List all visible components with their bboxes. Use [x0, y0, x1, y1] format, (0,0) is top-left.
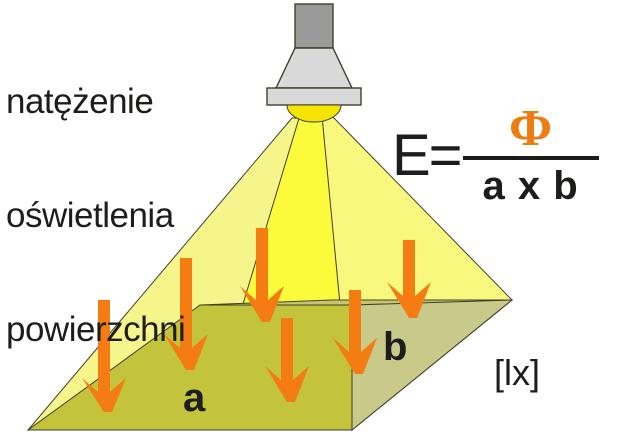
lamp-stem	[294, 3, 334, 49]
lamp-rim	[266, 87, 362, 106]
caption-line-2: oświetlenia	[6, 196, 174, 235]
light-arrow	[82, 300, 126, 412]
illuminated-surface-right	[351, 299, 514, 432]
lamp-shade	[274, 47, 354, 89]
light-arrow	[387, 240, 431, 318]
light-arrow	[333, 290, 377, 374]
lamp-bulb	[286, 104, 342, 123]
formula-numerator-phi: Φ	[509, 100, 553, 157]
formula-fraction: Φ a x b	[462, 100, 599, 209]
caption-line-3: powierzchni	[6, 310, 186, 349]
formula-fraction-bar	[462, 156, 599, 160]
formula-left-side: E=	[392, 123, 463, 189]
light-arrow	[240, 228, 284, 322]
surface-label-a: a	[183, 376, 206, 420]
unit-label-lux: [lx]	[494, 352, 541, 393]
light-arrow	[164, 258, 208, 370]
surface-label-b: b	[383, 325, 408, 369]
illuminance-formula: E= Φ a x b	[392, 103, 599, 209]
formula-denominator: a x b	[482, 164, 579, 208]
page-title: natężenie oświetlenia powierzchni	[6, 14, 186, 426]
caption-line-1: natężenie	[6, 82, 154, 121]
light-arrow	[265, 318, 309, 402]
light-direction-arrows	[82, 228, 431, 412]
